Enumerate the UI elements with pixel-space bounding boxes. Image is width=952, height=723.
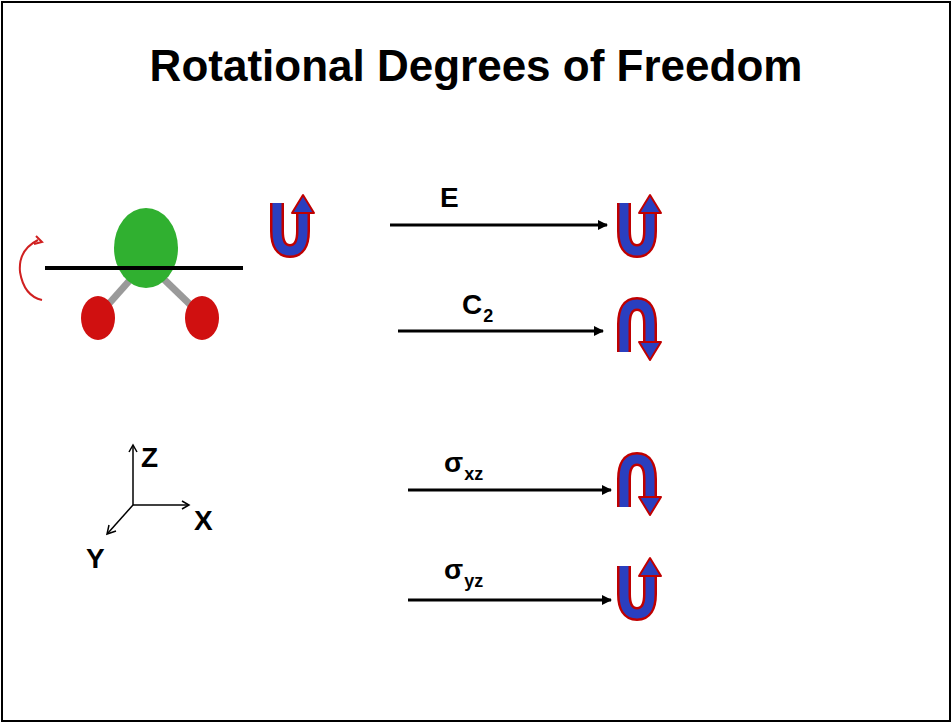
- water-molecule: [20, 208, 243, 340]
- axis-label: Z: [141, 444, 158, 472]
- rotation-arrow: [624, 304, 661, 360]
- rotation-arrow: [277, 195, 314, 251]
- axis-label: Y: [86, 545, 105, 573]
- operation-subscript: xz: [464, 465, 483, 483]
- rotation-arrow: [624, 459, 661, 515]
- axis-label: X: [194, 507, 213, 535]
- rotation-arrow: [624, 195, 661, 251]
- operation-label: σ: [444, 449, 463, 477]
- axes: [107, 445, 189, 534]
- rotation-arrow: [624, 558, 661, 614]
- operation-label: σ: [444, 556, 463, 584]
- operation-subscript: yz: [464, 572, 483, 590]
- operation-subscript: 2: [483, 307, 493, 325]
- operation-label: C: [462, 291, 482, 319]
- operation-label: E: [440, 184, 459, 212]
- operation-arrow: [390, 225, 611, 600]
- slide-title: Rotational Degrees of Freedom: [150, 44, 803, 88]
